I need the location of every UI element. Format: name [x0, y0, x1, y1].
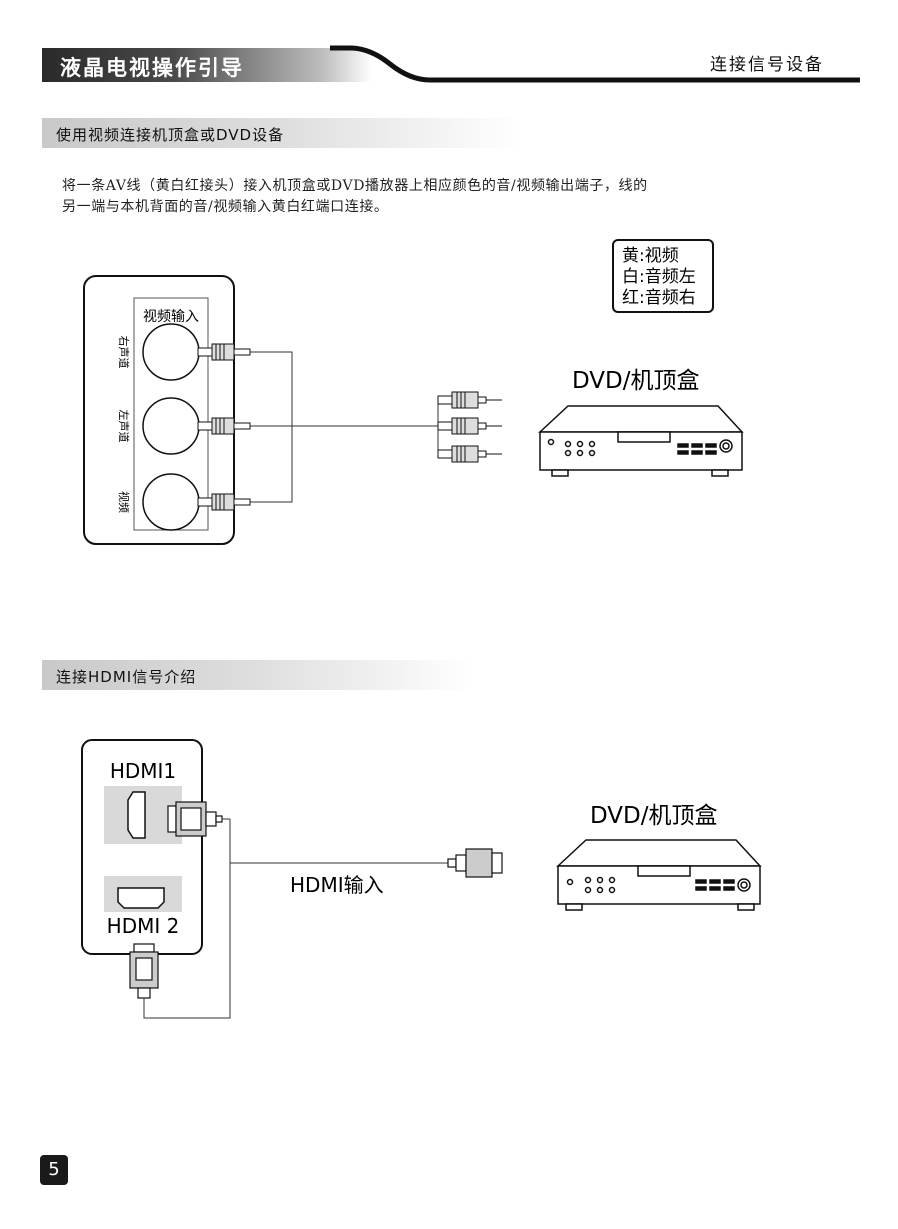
- port-label-left: 左声道: [117, 410, 131, 443]
- paragraph-line-2: 另一端与本机背面的音/视频输入黄白红端口连接。: [62, 199, 389, 215]
- left-audio-port: [142, 397, 200, 455]
- hdmi-cable: [143, 818, 448, 1019]
- rca-plug-dvd-2: [437, 417, 502, 435]
- hdmi2-label: HDMI 2: [107, 914, 180, 938]
- hdmi-plug-tv-1: [167, 801, 223, 837]
- dvd-label-2: DVD/机顶盒: [590, 803, 718, 829]
- rca-plug-left: [197, 417, 251, 435]
- section1-heading-bar: [42, 118, 522, 148]
- port-label-video: 视频: [117, 491, 131, 513]
- hdmi1-label: HDMI1: [110, 759, 176, 783]
- header-swoosh: [330, 45, 860, 83]
- hdmi2-port-icon: [117, 887, 165, 909]
- page-number: 5: [40, 1155, 68, 1185]
- hdmi-input-label: HDMI输入: [290, 873, 384, 897]
- dvd-player-2: [556, 839, 762, 911]
- section2-heading: 连接HDMI信号介绍: [56, 668, 197, 686]
- header-left-title: 液晶电视操作引导: [60, 56, 244, 80]
- header-right-title: 连接信号设备: [710, 55, 824, 75]
- av-cable: [250, 351, 439, 503]
- section1-paragraph: 将一条AV线（黄白红接头）接入机顶盒或DVD播放器上相应颜色的音/视频输出端子，…: [62, 176, 842, 218]
- hdmi-plug-dvd: [447, 848, 503, 878]
- av-connection-diagram: 视频输入 右声道 左声道 视频 黄: [83, 239, 744, 545]
- hdmi1-port-icon: [127, 791, 146, 839]
- legend-red: 红:音频右: [622, 288, 696, 308]
- port-label-right: 右声道: [117, 336, 131, 369]
- rca-plug-dvd-1: [437, 391, 502, 409]
- legend-yellow: 黄:视频: [622, 246, 679, 266]
- panel-title: 视频输入: [143, 309, 199, 325]
- hdmi-plug-tv-2: [129, 943, 159, 999]
- legend-white: 白:音频左: [622, 267, 696, 287]
- video-port: [142, 473, 200, 531]
- header-title-bar: [42, 48, 372, 82]
- section1-heading: 使用视频连接机顶盒或DVD设备: [56, 126, 285, 144]
- dvd-label-1: DVD/机顶盒: [572, 368, 700, 394]
- rca-plug-dvd-3: [437, 445, 502, 463]
- right-audio-port: [142, 323, 200, 381]
- section2-heading-bar: [42, 660, 472, 690]
- dvd-player-1: [538, 405, 744, 477]
- rca-plug-video: [197, 493, 251, 511]
- paragraph-line-1: 将一条AV线（黄白红接头）接入机顶盒或DVD播放器上相应颜色的音/视频输出端子，…: [62, 178, 648, 194]
- color-legend-box: [612, 239, 714, 313]
- hdmi-connection-diagram: HDMI1 HDMI 2 HDMI输入 DVD/机顶盒: [81, 739, 762, 1019]
